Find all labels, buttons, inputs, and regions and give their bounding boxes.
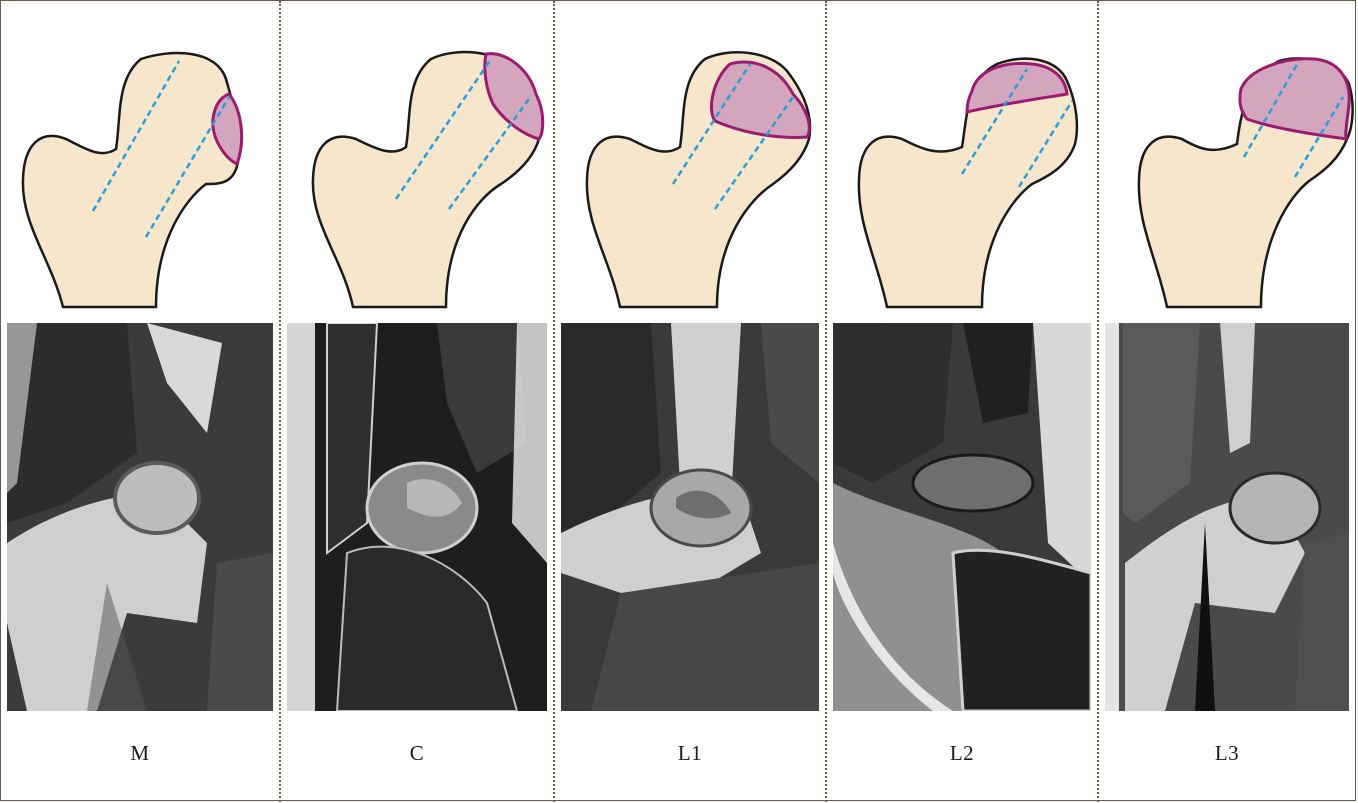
femoral-head-diagram-l2 — [827, 9, 1097, 309]
mri-image-m — [7, 323, 273, 711]
femur-illustration-l3 — [1099, 9, 1355, 309]
panel-m: M — [1, 1, 279, 802]
femur-illustration-l1 — [555, 9, 825, 309]
panel-l2: L2 — [827, 1, 1097, 802]
femoral-head-diagram-l1 — [555, 9, 825, 309]
panel-c: C — [281, 1, 553, 802]
femur-outline — [23, 53, 239, 307]
mri-image-c — [287, 323, 547, 711]
mri-image-l3 — [1105, 323, 1349, 711]
panel-label-m: M — [1, 741, 279, 766]
femur-illustration-l2 — [827, 9, 1097, 309]
panel-l3: L3 — [1099, 1, 1355, 802]
necrosis-lesion — [711, 62, 809, 137]
mri-image-l2 — [833, 323, 1091, 711]
femoral-head-diagram-l3 — [1099, 9, 1355, 309]
panel-label-l2: L2 — [827, 741, 1097, 766]
mri-image-l1 — [561, 323, 819, 711]
panel-label-l1: L1 — [555, 741, 825, 766]
femur-illustration-c — [281, 9, 553, 309]
panel-label-c: C — [281, 741, 553, 766]
femoral-head-diagram-m — [1, 9, 279, 309]
femur-illustration-m — [1, 9, 279, 309]
panel-label-l3: L3 — [1099, 741, 1355, 766]
femoral-head-diagram-c — [281, 9, 553, 309]
panel-l1: L1 — [555, 1, 825, 802]
